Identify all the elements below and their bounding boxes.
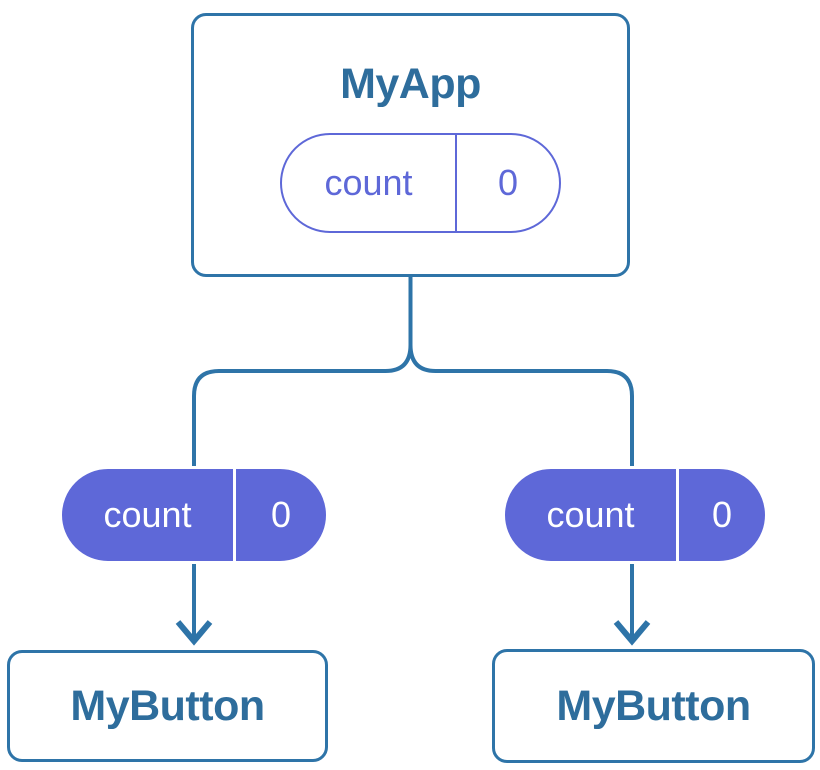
prop-label: count [546,494,635,535]
branch-line-left [192,344,413,637]
arrow-down-icon-left [175,620,213,646]
component-title-myapp: MyApp [340,60,481,108]
component-title-mybutton-left: MyButton [70,681,265,730]
state-value: 0 [455,135,559,231]
branch-line-right [408,344,634,637]
state-pill-myapp: count 0 [280,133,561,233]
component-title-mybutton-right: MyButton [556,681,751,730]
prop-label: count [103,494,192,535]
prop-pill-right: count 0 [502,466,768,564]
component-node-myapp: MyApp count 0 [191,13,630,277]
prop-value: 0 [233,469,326,561]
prop-value: 0 [676,469,765,561]
arrow-down-icon-right [613,620,651,646]
component-node-mybutton-right: MyButton [492,649,815,763]
state-label: count [324,162,413,203]
component-node-mybutton-left: MyButton [7,650,328,762]
prop-pill-left: count 0 [59,466,329,564]
